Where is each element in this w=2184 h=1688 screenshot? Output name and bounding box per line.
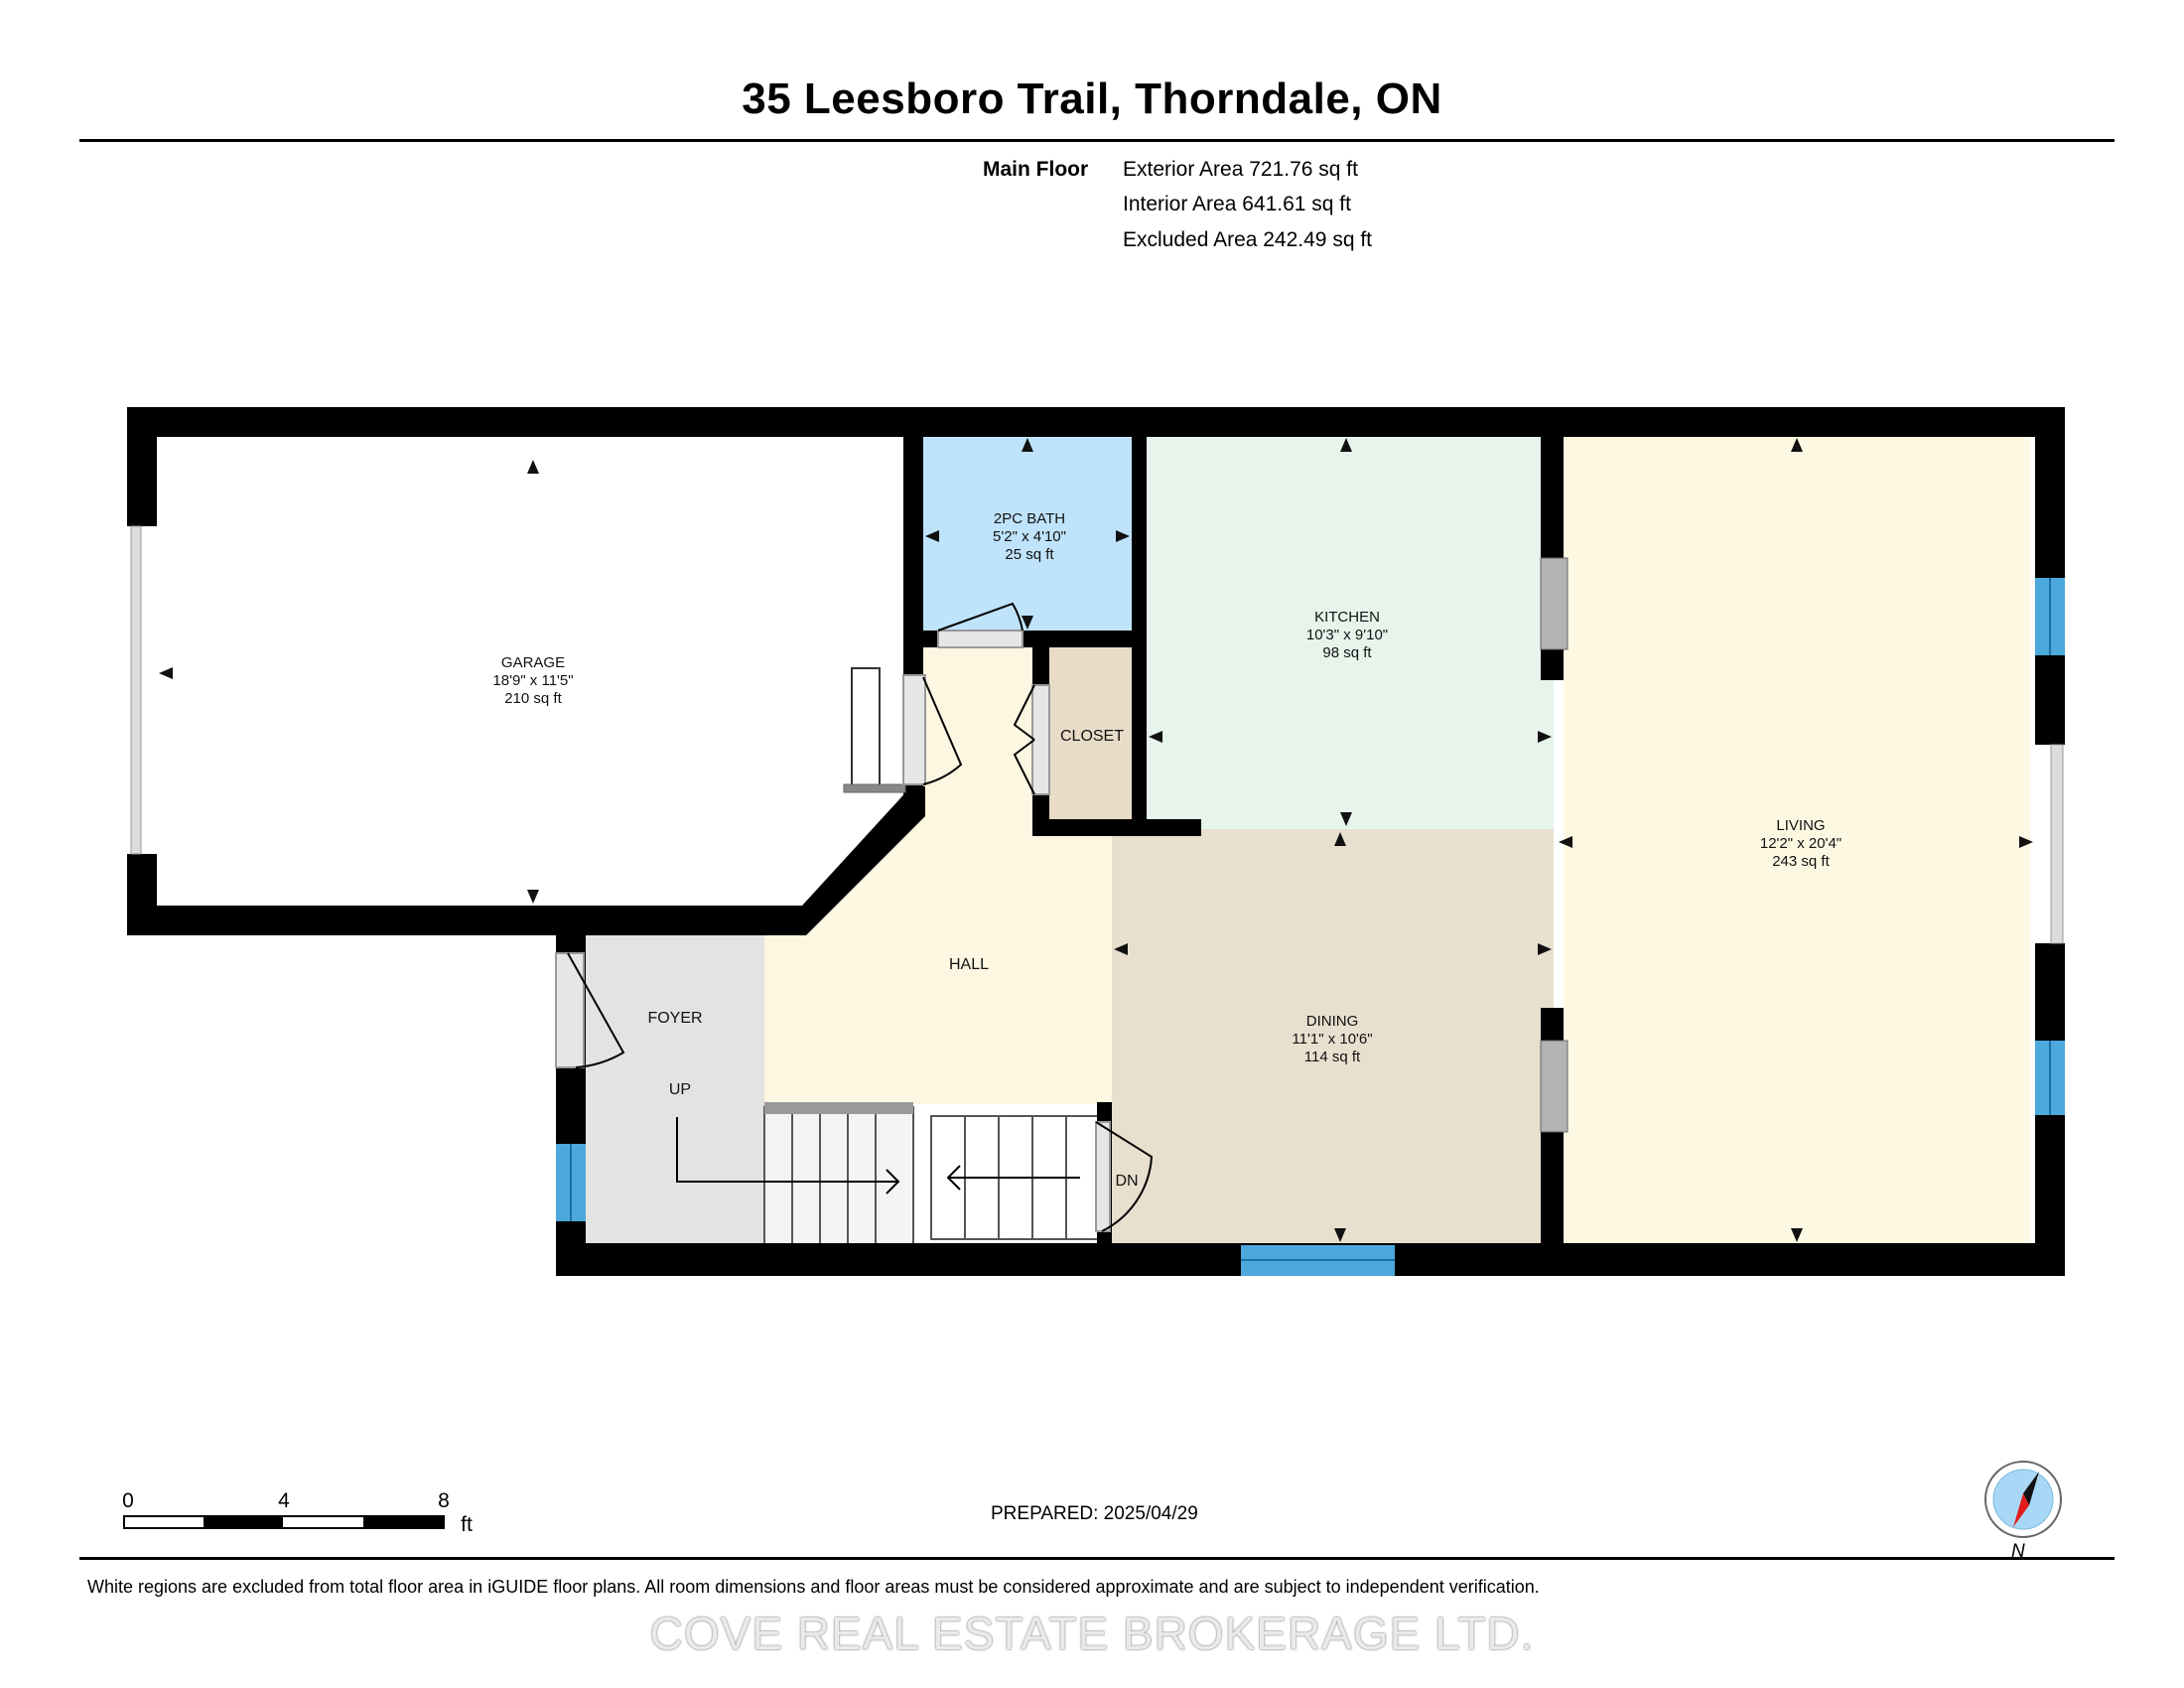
room-labels: GARAGE 18'9" x 11'5" 210 sq ft 2PC BATH … <box>492 510 1842 1190</box>
stairs-down-label: DN <box>1115 1173 1138 1190</box>
living-name: LIVING <box>1776 817 1825 834</box>
kitchen-area: 98 sq ft <box>1322 644 1372 661</box>
dining-dims: 11'1" x 10'6" <box>1292 1031 1372 1048</box>
garage-name: GARAGE <box>501 654 565 671</box>
kitchen-name: KITCHEN <box>1314 609 1380 626</box>
room-dining-fill <box>1112 829 1554 1243</box>
prepared-date: PREPARED: 2025/04/29 <box>991 1503 1198 1524</box>
floor-name: Main Floor <box>983 158 1089 181</box>
dimension-arrows <box>159 438 2033 1242</box>
doors <box>555 602 1154 1232</box>
scale-tick-4: 4 <box>278 1489 290 1512</box>
room-foyer-fill <box>584 921 764 1245</box>
scale-tick-0: 0 <box>122 1489 134 1512</box>
stairs-up-label: UP <box>669 1081 691 1098</box>
closet-name: CLOSET <box>1060 728 1124 745</box>
garage-dims: 18'9" x 11'5" <box>492 672 573 689</box>
disclaimer-text: White regions are excluded from total fl… <box>87 1577 1540 1597</box>
living-area: 243 sq ft <box>1772 853 1830 870</box>
interior-area: Interior Area 641.61 sq ft <box>1123 193 1351 215</box>
stairs-up <box>763 1102 914 1245</box>
foyer-name: FOYER <box>647 1010 702 1027</box>
page-title: 35 Leesboro Trail, Thorndale, ON <box>742 74 1442 123</box>
bath-name: 2PC BATH <box>994 510 1065 527</box>
compass-north-label: N <box>2011 1541 2025 1562</box>
windows <box>127 525 2065 1276</box>
scale-bar: 0 4 8 ft <box>122 1489 473 1536</box>
room-bath-fill <box>923 437 1132 631</box>
excluded-area: Excluded Area 242.49 sq ft <box>1123 228 1373 251</box>
header-divider <box>79 139 2115 142</box>
dining-area: 114 sq ft <box>1304 1049 1361 1065</box>
living-dims: 12'2" x 20'4" <box>1760 835 1842 852</box>
dining-name: DINING <box>1306 1013 1359 1030</box>
room-kitchen-fill <box>1147 437 1554 829</box>
room-closet-fill <box>1049 647 1132 821</box>
exterior-area: Exterior Area 721.76 sq ft <box>1123 158 1358 181</box>
garage-area: 210 sq ft <box>504 690 562 707</box>
wall-units <box>843 557 1569 1133</box>
stairs-up-arrow <box>676 1117 900 1195</box>
compass-icon: N <box>1984 1461 2062 1562</box>
bath-area: 25 sq ft <box>1005 546 1054 563</box>
room-hall-fill <box>764 647 1112 1104</box>
footer-divider <box>79 1557 2115 1560</box>
bath-dims: 5'2" x 4'10" <box>993 528 1066 545</box>
room-living-fill <box>1564 437 2030 1243</box>
scale-tick-8: 8 <box>438 1489 450 1512</box>
watermark-text: COVE REAL ESTATE BROKERAGE LTD. <box>649 1608 1535 1659</box>
kitchen-dims: 10'3" x 9'10" <box>1306 627 1388 643</box>
stairs-down-arrow <box>946 1165 1080 1191</box>
hall-name: HALL <box>949 956 989 973</box>
scale-unit: ft <box>461 1513 473 1536</box>
